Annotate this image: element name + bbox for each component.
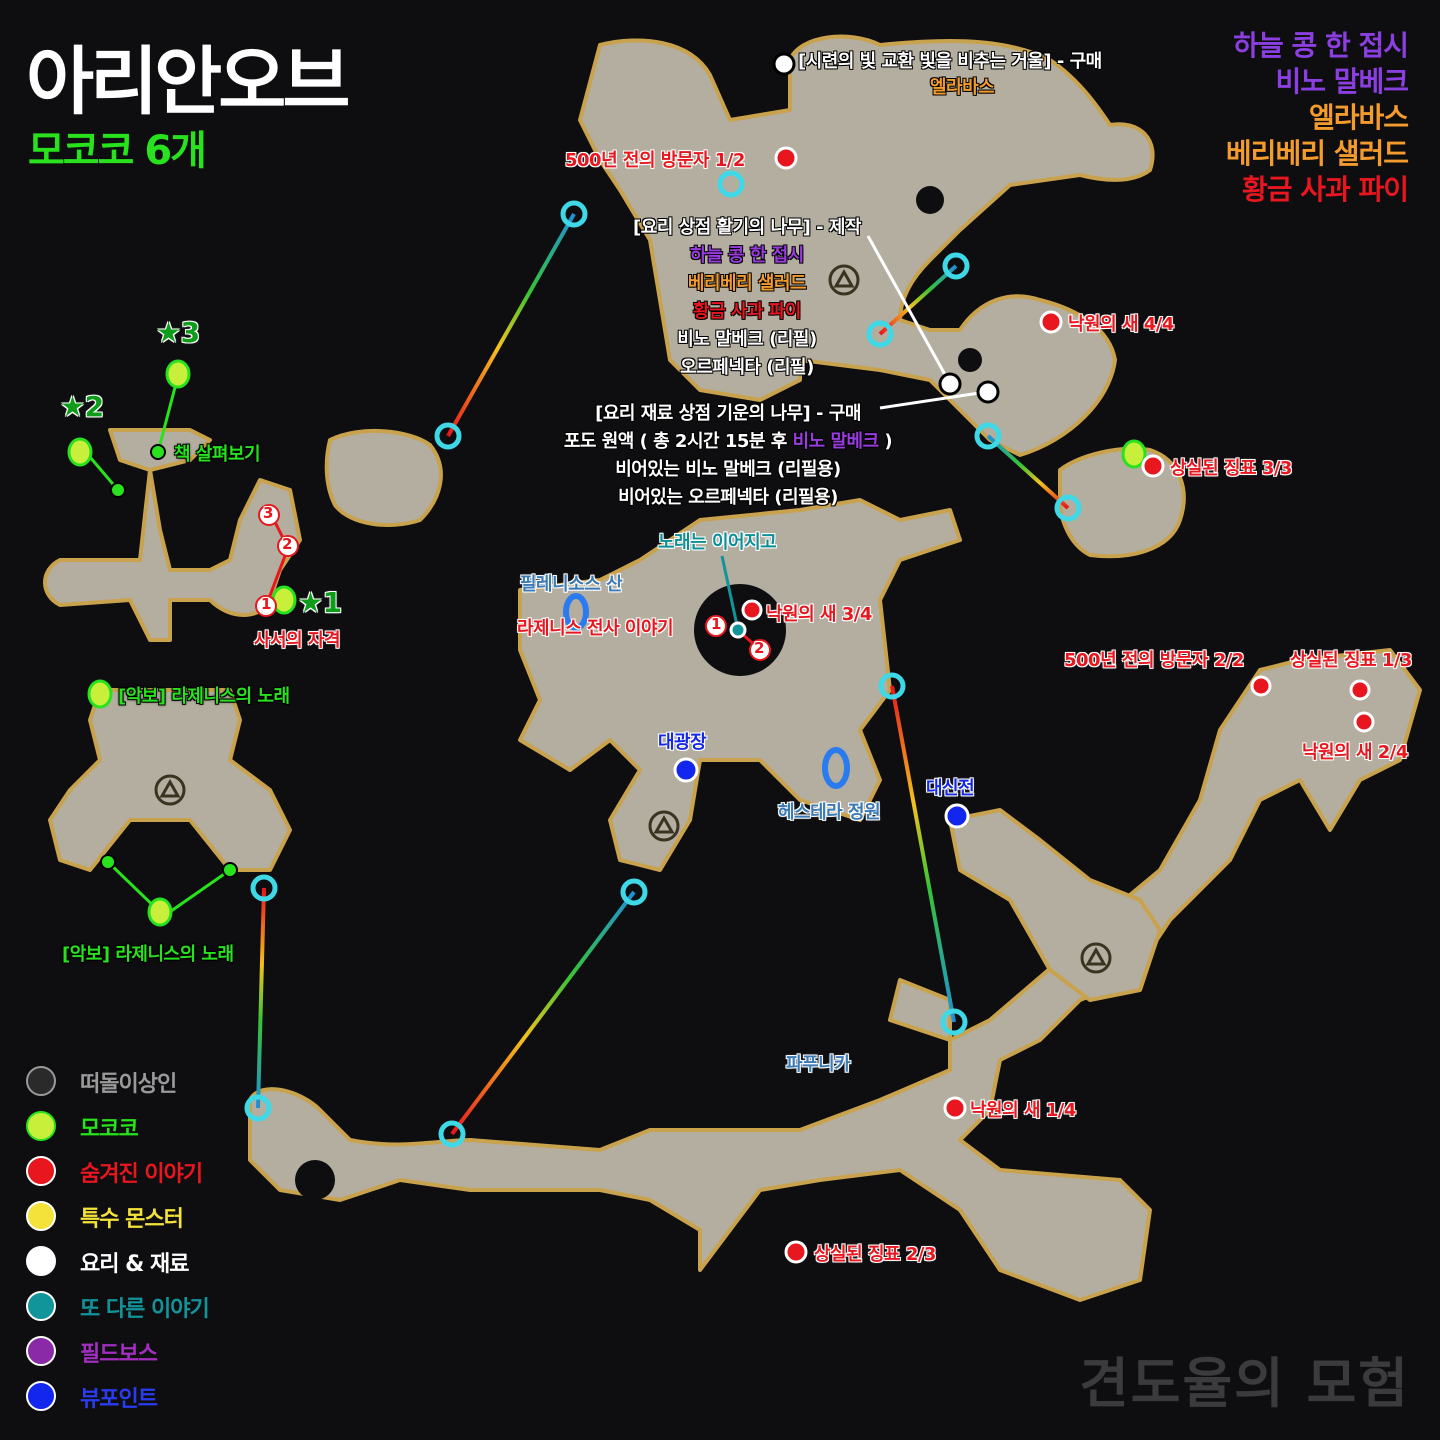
label-bird-1: 낙원의 새 1/4 <box>970 1100 1076 1121</box>
label-warrior-story: 라제니스 전사 이야기 <box>517 618 674 639</box>
mirror-shop-title: [시련의 빛 교환 빛을 비추는 거울] - 구매 <box>798 51 1102 72</box>
mirror-shop-item: 엘라바스 <box>930 77 995 98</box>
label-librarian: 사서의 자격 <box>254 630 341 651</box>
step-2-center: 2 <box>754 639 764 657</box>
legend-cooking: 요리 & 재료 <box>22 1242 262 1282</box>
label-song-continues: 노래는 이어지고 <box>658 532 777 553</box>
cook-item: 오르페넥타 (리필) <box>680 357 814 378</box>
hidden-story-markers <box>741 146 1375 1264</box>
viewpoint-markers <box>673 757 970 829</box>
label-hestera-garden: 헤스테라 정원 <box>778 802 881 823</box>
legend-other-story: 또 다른 이야기 <box>22 1287 262 1327</box>
terrain <box>43 34 1422 1302</box>
legend-label: 특수 몬스터 <box>80 1207 184 1232</box>
portals <box>244 170 1082 1148</box>
label-score-2: [악보] 라제니스의 노래 <box>62 944 234 965</box>
legend-label: 요리 & 재료 <box>80 1252 189 1277</box>
step-1: 1 <box>261 595 271 613</box>
cook-item: 황금 사과 파이 <box>693 301 801 322</box>
label-visitor-1: 500년 전의 방문자 1/2 <box>565 150 745 171</box>
step-2: 2 <box>282 535 292 553</box>
label-grand-temple: 대신전 <box>926 778 975 799</box>
recipe-list: 하늘 콩 한 접시 비노 말베크 엘라바스 베리베리 샐러드 황금 사과 파이 <box>1225 28 1409 208</box>
label-book: 책 살펴보기 <box>174 444 261 465</box>
zone-portal-icons <box>563 593 850 789</box>
label-bird-2: 낙원의 새 2/4 <box>1302 742 1408 763</box>
legend-viewpoint: 뷰포인트 <box>22 1377 262 1417</box>
white-dot-icon <box>26 1246 56 1276</box>
label-star-2: ★2 <box>60 390 104 423</box>
legend-label: 뷰포인트 <box>80 1387 158 1412</box>
red-dot-icon <box>26 1156 56 1186</box>
wheel-icon <box>26 1066 56 1096</box>
cook-item: 하늘 콩 한 접시 <box>690 245 804 266</box>
label-bird-3: 낙원의 새 3/4 <box>766 604 872 625</box>
label-papunika: 파푸니카 <box>786 1054 851 1075</box>
recipe-item: 베리베리 샐러드 <box>1225 137 1409 170</box>
label-bird-4: 낙원의 새 4/4 <box>1068 314 1174 335</box>
routes <box>256 213 1070 1136</box>
label-grand-plaza: 대광장 <box>658 732 707 753</box>
mirror-shop-label: [시련의 빛 교환 빛을 비추는 거울] - 구매 엘라바스 <box>798 48 1102 102</box>
cook-item: 비노 말베크 (리필) <box>677 329 817 350</box>
label-sign-2: 상실된 징표 2/3 <box>814 1244 936 1265</box>
watermark: 견도율의 모험 <box>1079 1352 1410 1415</box>
cook-shop-title: [요리 상점 활기의 나무] - 제작 <box>633 217 861 238</box>
label-star-1: ★1 <box>298 586 342 619</box>
recipe-item: 황금 사과 파이 <box>1241 173 1409 206</box>
ingredient-item: 비어있는 오르페넥타 (리필용) <box>618 487 838 508</box>
terrain-library <box>43 428 302 642</box>
blue-dot-icon <box>26 1381 56 1411</box>
terrain-east-temple <box>948 808 1162 1002</box>
label-star-3: ★3 <box>156 316 200 349</box>
purple-dot-icon <box>26 1336 56 1366</box>
legend-label: 모코코 <box>80 1117 139 1142</box>
legend-label: 필드보스 <box>80 1342 158 1367</box>
step-numbers <box>255 504 771 661</box>
recipe-item: 엘라바스 <box>1308 101 1409 134</box>
ingredient-shop-label: [요리 재료 상점 기운의 나무] - 구매 포도 원액 ( 총 2시간 15분… <box>538 400 918 512</box>
merchant-icons <box>154 264 1112 974</box>
legend-label: 숨겨진 이야기 <box>80 1162 203 1187</box>
step-1-center: 1 <box>711 615 721 633</box>
label-visitor-2: 500년 전의 방문자 2/2 <box>1064 650 1244 671</box>
ingredient-item-grape: 포도 원액 ( 총 2시간 15분 후 비노 말베크 ) <box>538 428 918 456</box>
cooking-markers <box>772 52 1000 404</box>
legend-label: 또 다른 이야기 <box>80 1297 210 1322</box>
mokoko-count: 모코코 6개 <box>28 128 207 174</box>
legend-field-boss: 필드보스 <box>22 1332 262 1372</box>
legend-merchant: 떠돌이상인 <box>22 1062 262 1102</box>
mokoko-junctions <box>100 444 238 878</box>
cook-shop-label: [요리 상점 활기의 나무] - 제작 하늘 콩 한 접시 베리베리 샐러드 황… <box>612 214 882 382</box>
label-sign-1: 상실된 징표 1/3 <box>1290 650 1412 671</box>
label-philenisos: 필레니소스 산 <box>520 574 623 595</box>
other-story-marker <box>729 621 747 639</box>
teal-dot-icon <box>26 1291 56 1321</box>
label-score-1: [악보] 라제니스의 노래 <box>118 686 290 707</box>
step-3: 3 <box>263 504 273 522</box>
ingredient-item: 비어있는 비노 말베크 (리필용) <box>615 459 841 480</box>
ingredient-shop-title: [요리 재료 상점 기운의 나무] - 구매 <box>595 403 861 424</box>
yellow-dot-icon <box>26 1201 56 1231</box>
terrain-central-plaza <box>518 498 962 872</box>
cook-item: 베리베리 샐러드 <box>687 273 807 294</box>
terrain-west-isle <box>324 429 443 527</box>
ingredient-highlight: 비노 말베크 <box>792 431 880 452</box>
terrain-north <box>578 34 1155 457</box>
recipe-item: 비노 말베크 <box>1275 65 1409 98</box>
recipe-item: 하늘 콩 한 접시 <box>1233 29 1409 62</box>
ingredient-text: 포도 원액 ( 총 2시간 15분 후 <box>563 431 793 452</box>
legend-label: 떠돌이상인 <box>80 1072 177 1097</box>
legend-special-monster: 특수 몬스터 <box>22 1197 262 1237</box>
ingredient-text: ) <box>878 431 893 452</box>
legend-mokoko: 모코코 <box>22 1107 262 1147</box>
mokoko-seeds <box>67 359 1147 927</box>
page-title: 아리안오브 <box>26 39 350 125</box>
label-sign-3: 상실된 징표 3/3 <box>1170 458 1292 479</box>
mokoko-icon <box>26 1111 56 1141</box>
legend-hidden-story: 숨겨진 이야기 <box>22 1152 262 1192</box>
